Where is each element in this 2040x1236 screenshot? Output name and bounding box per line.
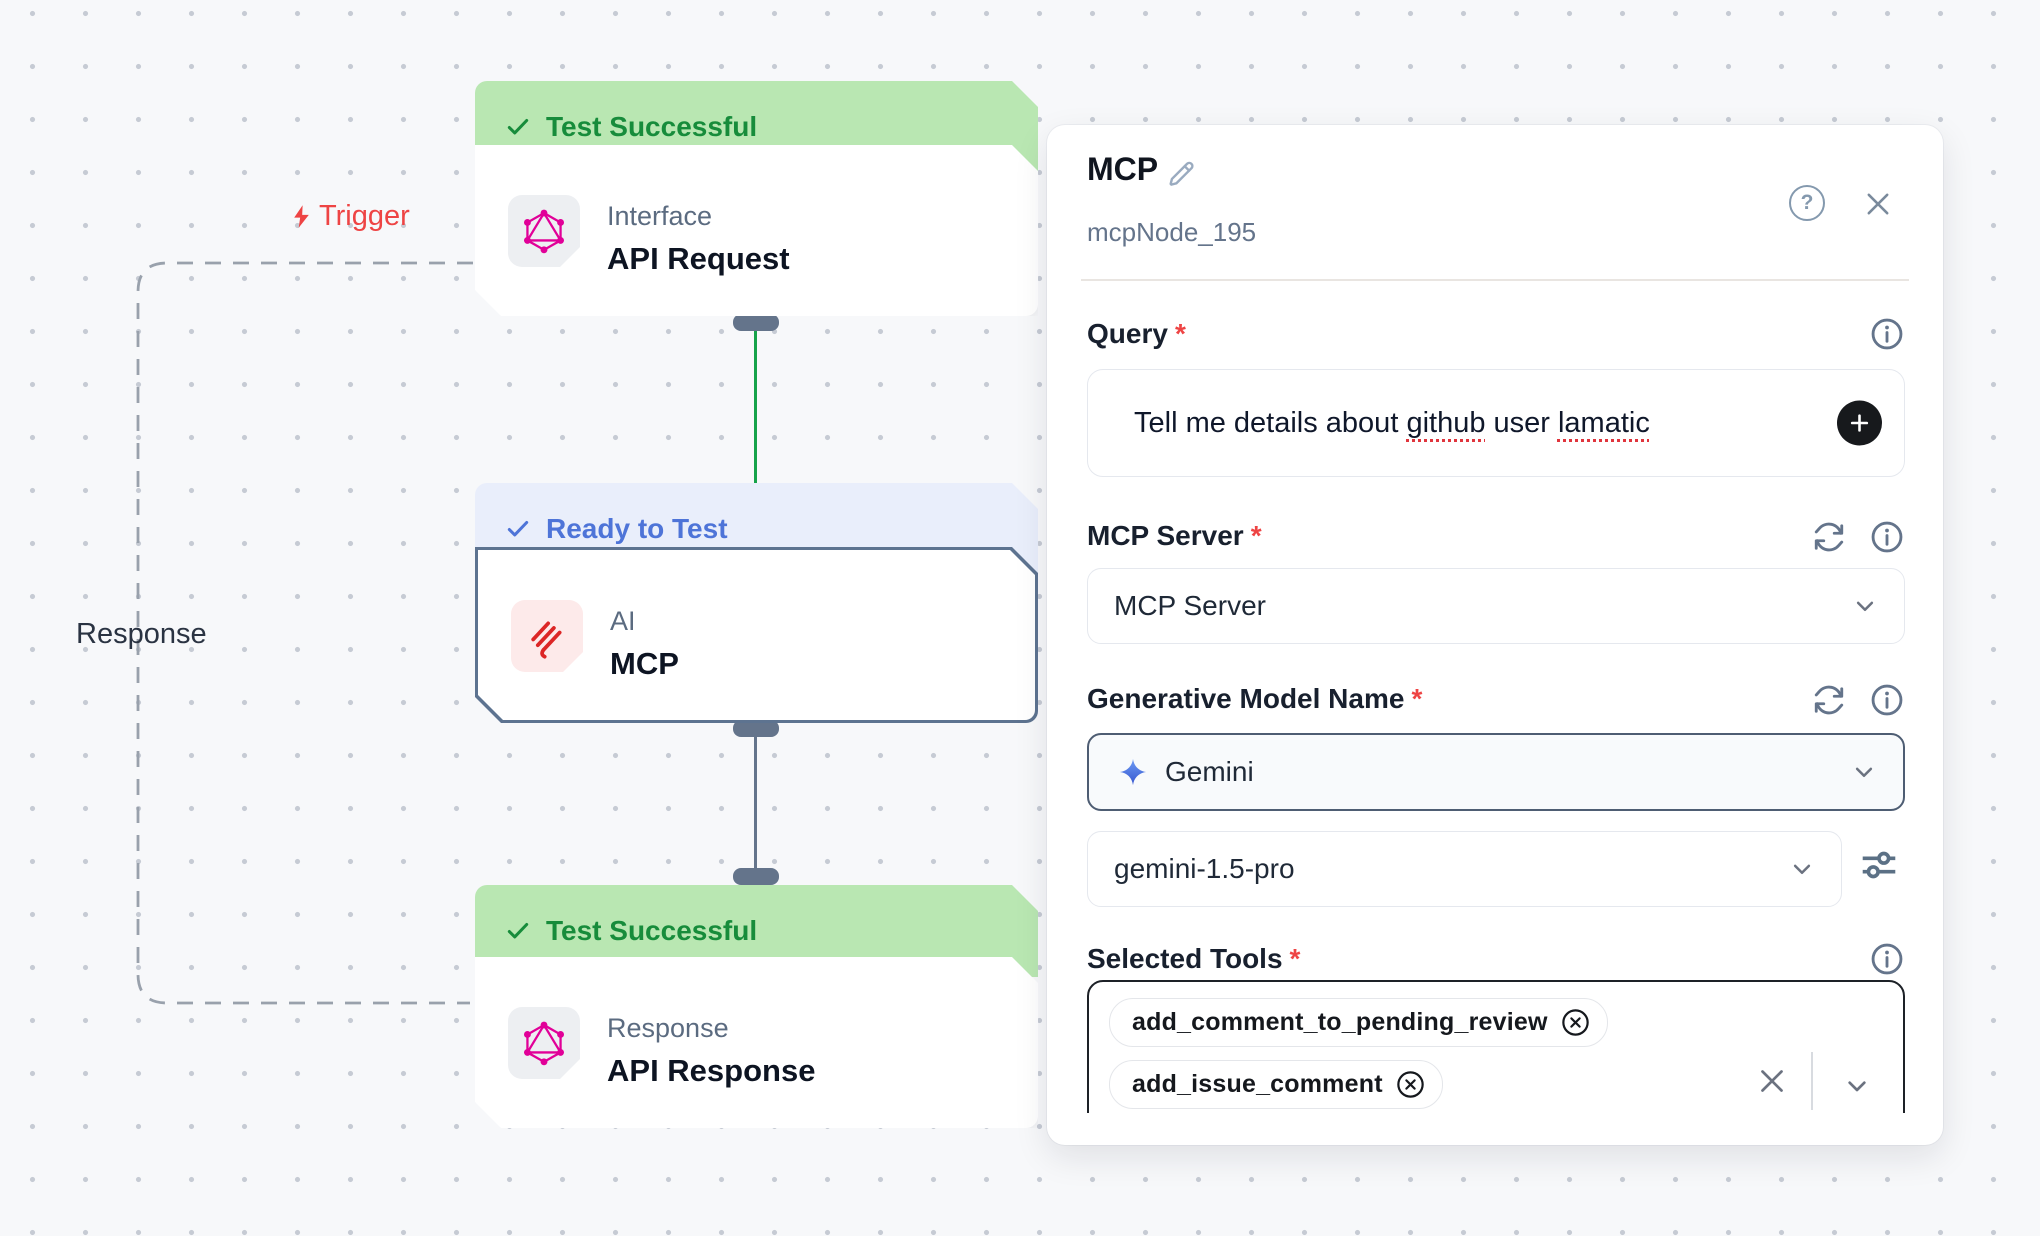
node-api-request[interactable]: Test Successful Interface API Request (475, 81, 1038, 316)
tool-tag: add_comment_to_pending_review (1109, 998, 1608, 1047)
trigger-label-text: Trigger (319, 200, 410, 232)
refresh-icon[interactable] (1811, 682, 1847, 718)
node-card[interactable]: AI MCP (475, 547, 1038, 723)
tool-tag-label: add_comment_to_pending_review (1132, 1008, 1548, 1036)
gemini-star-icon (1117, 756, 1149, 788)
chevron-down-icon (1849, 757, 1879, 787)
status-text: Test Successful (546, 111, 758, 142)
chevron-down-icon (1850, 591, 1880, 621)
response-edge-label: Response (76, 618, 207, 650)
panel-title: MCP (1087, 151, 1159, 187)
required-mark: * (1174, 318, 1186, 349)
info-icon[interactable] (1869, 682, 1905, 718)
info-icon[interactable] (1869, 941, 1905, 977)
required-mark: * (1289, 943, 1301, 974)
chevron-down-icon (1787, 854, 1817, 884)
close-icon[interactable] (1861, 187, 1895, 221)
connection-line-request-mcp (754, 320, 757, 536)
model-provider-value: Gemini (1165, 756, 1254, 787)
model-provider-select[interactable]: Gemini (1087, 733, 1905, 811)
required-mark: * (1411, 683, 1423, 714)
connector-handle[interactable] (733, 720, 779, 737)
node-id: mcpNode_195 (1087, 217, 1257, 247)
query-label: Query* (1087, 318, 1186, 349)
check-icon (505, 918, 531, 944)
refresh-icon[interactable] (1811, 519, 1847, 555)
generative-model-label: Generative Model Name* (1087, 683, 1423, 714)
graphql-icon (508, 1007, 580, 1079)
node-title: API Response (607, 1053, 816, 1088)
check-icon (505, 114, 531, 140)
status-text: Test Successful (546, 915, 758, 946)
node-config-panel: MCP mcpNode_195 ? Query* Tell (1047, 125, 1943, 1145)
info-icon[interactable] (1869, 316, 1905, 352)
node-card[interactable]: Interface API Request (475, 145, 1038, 316)
model-name-value: gemini-1.5-pro (1114, 853, 1295, 884)
clear-all-icon[interactable] (1753, 1062, 1791, 1100)
info-icon[interactable] (1869, 519, 1905, 555)
graphql-icon (508, 195, 580, 267)
node-category: Response (607, 1013, 729, 1043)
tool-tag: add_issue_comment (1109, 1060, 1443, 1109)
mcp-icon (511, 600, 583, 672)
mcp-server-label: MCP Server* (1087, 520, 1262, 551)
node-category: Interface (607, 201, 713, 231)
selected-tools-multiselect[interactable]: add_comment_to_pending_review add_issue_… (1087, 980, 1905, 1113)
trigger-label: Trigger (288, 200, 410, 233)
query-input[interactable]: Tell me details about github user lamati… (1087, 369, 1905, 477)
remove-tag-icon[interactable] (1560, 1007, 1591, 1038)
connection-line-mcp-response (754, 734, 757, 878)
node-card[interactable]: Response API Response (475, 957, 1038, 1128)
mcp-server-value: MCP Server (1114, 590, 1266, 621)
help-icon[interactable]: ? (1789, 185, 1825, 221)
check-icon (505, 516, 531, 542)
tool-tag-label: add_issue_comment (1132, 1070, 1383, 1098)
zap-icon (288, 203, 315, 230)
required-mark: * (1250, 520, 1262, 551)
edit-title-icon[interactable] (1165, 157, 1199, 191)
node-title: API Request (607, 241, 790, 276)
header-divider (1081, 279, 1909, 281)
connector-handle[interactable] (733, 314, 779, 331)
remove-tag-icon[interactable] (1395, 1069, 1426, 1100)
connector-handle[interactable] (733, 868, 779, 885)
model-name-select[interactable]: gemini-1.5-pro (1087, 831, 1842, 907)
node-category: AI (610, 606, 636, 636)
node-mcp[interactable]: Ready to Test AI MCP (475, 483, 1038, 740)
plus-icon (1846, 410, 1873, 437)
add-variable-button[interactable] (1837, 400, 1882, 446)
status-text: Ready to Test (546, 513, 728, 544)
tools-box-divider (1811, 1052, 1813, 1110)
query-value: Tell me details about github user lamati… (1134, 406, 1650, 439)
selected-tools-label: Selected Tools* (1087, 943, 1301, 974)
mcp-server-select[interactable]: MCP Server (1087, 568, 1905, 644)
node-title: MCP (610, 646, 679, 681)
node-api-response[interactable]: Test Successful Response API Response (475, 885, 1038, 1128)
help-glyph: ? (1800, 191, 1814, 214)
chevron-down-icon[interactable] (1841, 1070, 1873, 1102)
model-settings-sliders-icon[interactable] (1856, 842, 1902, 888)
